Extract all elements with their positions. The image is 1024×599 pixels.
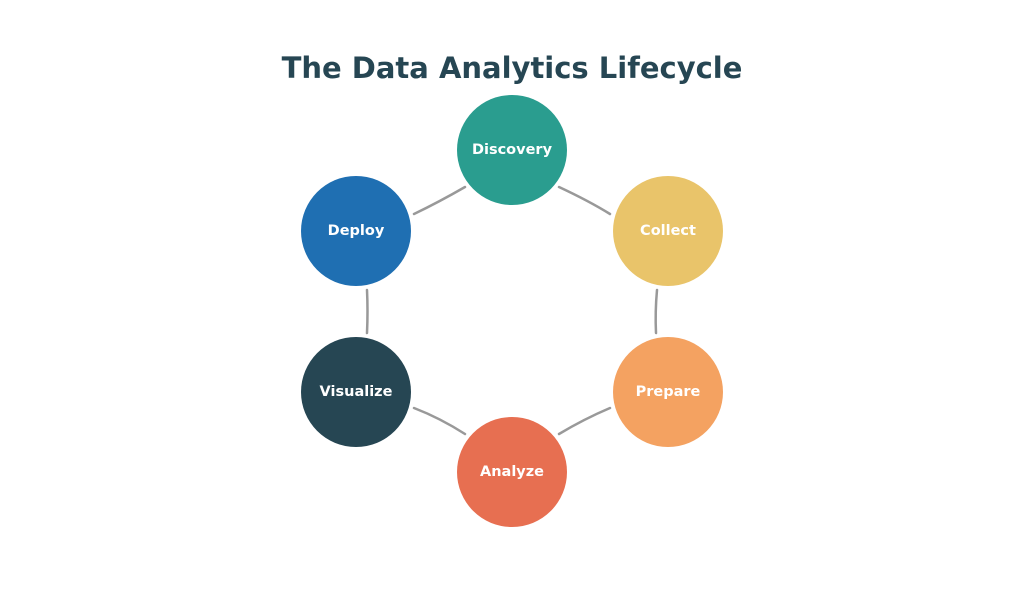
stage-discovery-label: Discovery — [471, 142, 553, 158]
stage-analyze: Analyze — [457, 417, 567, 527]
stage-analyze-label: Analyze — [479, 464, 545, 480]
stage-deploy: Deploy — [301, 176, 411, 286]
stage-discovery: Discovery — [457, 95, 567, 205]
stage-collect: Collect — [613, 176, 723, 286]
connector-deploy-discovery — [412, 185, 467, 216]
stage-prepare-label: Prepare — [635, 384, 701, 400]
stage-deploy-label: Deploy — [327, 223, 385, 239]
stage-collect-label: Collect — [640, 223, 696, 239]
stage-visualize-label: Visualize — [319, 384, 393, 400]
connector-collect-prepare — [654, 288, 659, 335]
connector-discovery-collect — [557, 185, 612, 216]
stage-prepare: Prepare — [613, 337, 723, 447]
diagram-title: The Data Analytics Lifecycle — [281, 51, 743, 85]
connector-visualize-deploy — [365, 288, 369, 335]
connector-prepare-analyze — [557, 406, 612, 436]
connector-analyze-visualize — [412, 406, 467, 436]
stage-visualize: Visualize — [301, 337, 411, 447]
